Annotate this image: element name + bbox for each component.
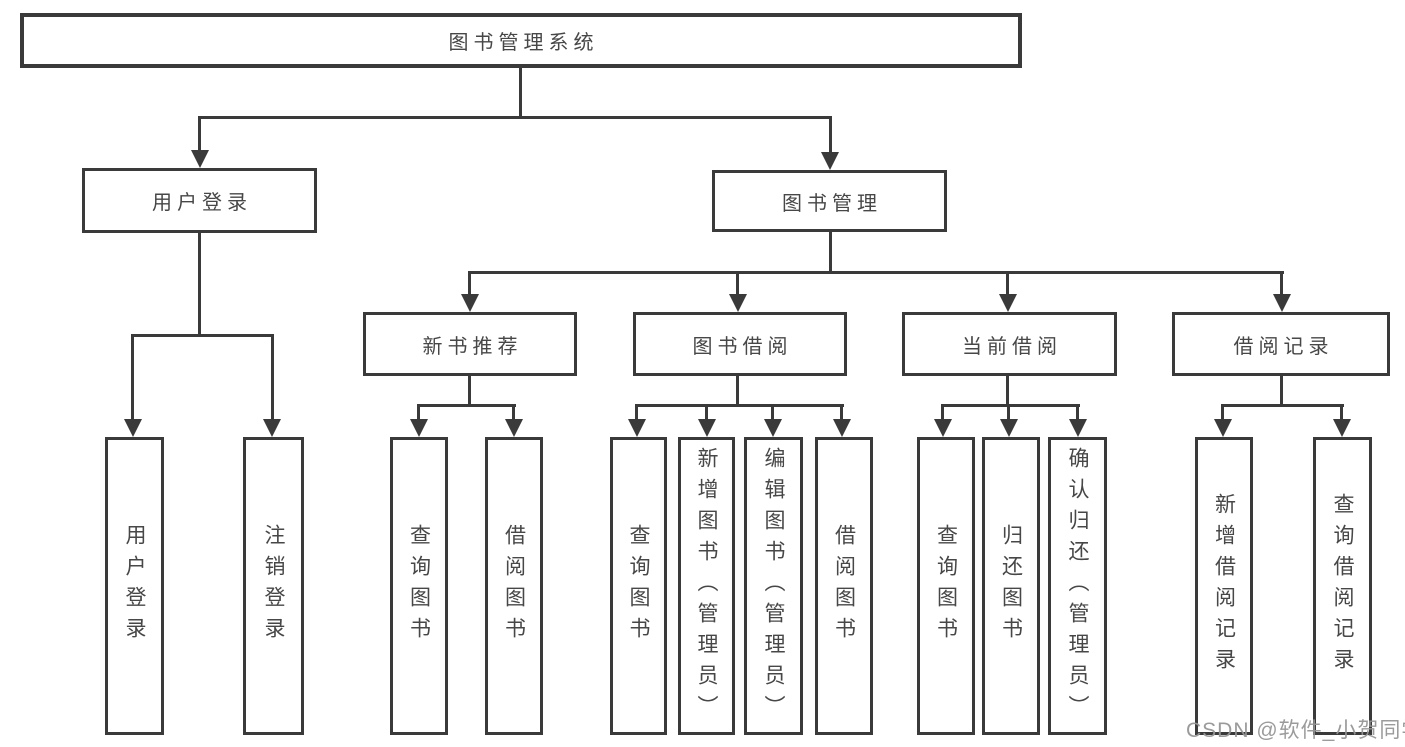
connector-line: [131, 334, 274, 337]
leaf-query-current: 查询图书: [917, 437, 975, 735]
connector-line: [736, 376, 739, 406]
connector-line: [1280, 376, 1283, 406]
watermark: CSDN @软件_小贺同学: [1186, 719, 1405, 742]
leaf-label: 注销登录: [262, 524, 285, 648]
leaf-borrow-book: 借阅图书: [815, 437, 873, 735]
connector-line: [131, 334, 134, 420]
node-label: 图书管理: [782, 192, 882, 215]
node-book-management: 图书管理: [712, 170, 947, 232]
leaf-borrow-book-rec: 借阅图书: [485, 437, 543, 735]
node-label: 图书借阅: [692, 335, 793, 358]
connector-line: [468, 271, 471, 295]
node-label: 图书管理系统: [448, 32, 599, 54]
leaf-label: 查询图书: [407, 524, 431, 648]
connector-line: [512, 404, 515, 420]
connector-line: [840, 404, 843, 420]
leaf-edit-book-admin: 编辑图书（管理员）: [744, 437, 803, 735]
arrowhead-down-icon: [505, 419, 523, 437]
node-borrow-record: 借阅记录: [1172, 312, 1390, 376]
connector-line: [1076, 404, 1079, 420]
connector-line: [635, 404, 844, 407]
leaf-query-book-rec: 查询图书: [390, 437, 448, 735]
connector-line: [635, 404, 638, 420]
leaf-confirm-return-admin: 确认归还（管理员）: [1048, 437, 1107, 735]
leaf-logout: 注销登录: [243, 437, 304, 735]
connector-line: [417, 404, 420, 420]
connector-line: [271, 334, 274, 420]
leaf-label: 查询图书: [627, 524, 650, 648]
leaf-query-book: 查询图书: [610, 437, 667, 735]
arrowhead-down-icon: [191, 150, 209, 168]
connector-line: [1006, 376, 1009, 406]
leaf-label: 归还图书: [999, 524, 1023, 648]
arrowhead-down-icon: [124, 419, 142, 437]
node-current-borrow: 当前借阅: [902, 312, 1117, 376]
node-new-book-recommend: 新书推荐: [363, 312, 577, 376]
connector-line: [1221, 404, 1224, 420]
leaf-label: 新增借阅记录: [1212, 493, 1236, 679]
connector-line: [198, 116, 201, 152]
node-user-login: 用户登录: [82, 168, 317, 233]
connector-line: [198, 233, 201, 336]
leaf-query-borrow-record: 查询借阅记录: [1313, 437, 1372, 735]
arrowhead-down-icon: [1214, 419, 1232, 437]
leaf-label: 查询图书: [934, 524, 958, 648]
leaf-add-book-admin: 新增图书（管理员）: [678, 437, 735, 735]
node-book-borrow: 图书借阅: [633, 312, 847, 376]
arrowhead-down-icon: [1000, 419, 1018, 437]
connector-line: [417, 404, 516, 407]
arrowhead-down-icon: [263, 419, 281, 437]
node-label: 借阅记录: [1233, 335, 1334, 358]
node-label: 用户登录: [152, 192, 252, 214]
node-system-root: 图书管理系统: [20, 13, 1022, 68]
arrowhead-down-icon: [1273, 294, 1291, 312]
arrowhead-down-icon: [410, 419, 428, 437]
leaf-return-book: 归还图书: [982, 437, 1040, 735]
leaf-add-borrow-record: 新增借阅记录: [1195, 437, 1253, 735]
arrowhead-down-icon: [1069, 419, 1087, 437]
leaf-label: 确认归还（管理员）: [1066, 446, 1089, 726]
arrowhead-down-icon: [729, 294, 747, 312]
connector-line: [829, 232, 832, 273]
connector-line: [736, 271, 739, 295]
arrowhead-down-icon: [999, 294, 1017, 312]
connector-line: [941, 404, 1080, 407]
connector-line: [468, 271, 1284, 274]
arrowhead-down-icon: [461, 294, 479, 312]
leaf-user-login: 用户登录: [105, 437, 164, 735]
leaf-label: 新增图书（管理员）: [695, 446, 718, 726]
arrowhead-down-icon: [833, 419, 851, 437]
connector-line: [519, 68, 522, 118]
leaf-label: 借阅图书: [832, 524, 856, 648]
connector-line: [1006, 271, 1009, 295]
arrowhead-down-icon: [821, 152, 839, 170]
arrowhead-down-icon: [934, 419, 952, 437]
connector-line: [1221, 404, 1344, 407]
leaf-label: 借阅图书: [502, 524, 526, 648]
arrowhead-down-icon: [628, 419, 646, 437]
connector-line: [829, 116, 832, 154]
connector-line: [1280, 271, 1283, 295]
connector-line: [198, 116, 832, 119]
connector-line: [705, 404, 708, 420]
arrowhead-down-icon: [764, 419, 782, 437]
node-label: 新书推荐: [422, 335, 523, 358]
node-label: 当前借阅: [962, 335, 1062, 358]
connector-line: [771, 404, 774, 420]
arrowhead-down-icon: [1333, 419, 1351, 437]
connector-line: [468, 376, 471, 406]
leaf-label: 查询借阅记录: [1331, 493, 1354, 679]
connector-line: [1007, 404, 1010, 420]
leaf-label: 用户登录: [123, 524, 146, 648]
arrowhead-down-icon: [698, 419, 716, 437]
leaf-label: 编辑图书（管理员）: [762, 446, 785, 726]
connector-line: [941, 404, 944, 420]
connector-line: [1340, 404, 1343, 420]
